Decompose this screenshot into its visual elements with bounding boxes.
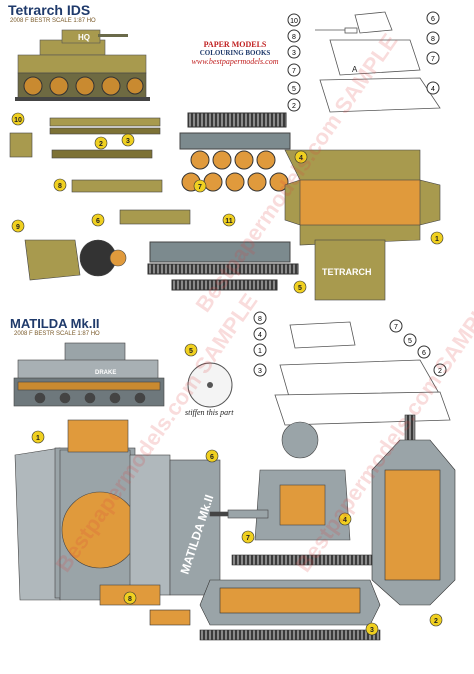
publisher-line1: PAPER MODELS [203,40,267,49]
part-number-badges: 1 2 3 4 5 6 7 8 9 10 11 1 5 6 4 7 8 3 2 [11,112,444,636]
badge-8: 8 [53,178,67,192]
badge-m2: 2 [429,613,443,627]
badge-3: 3 [121,133,135,147]
matilda-assembly-diagram [274,321,451,426]
matilda-title: MATILDA Mk.II [10,316,100,331]
tetrarch-assembly-diagram [315,11,441,113]
svg-text:5: 5 [298,285,302,292]
svg-text:3: 3 [126,138,130,145]
svg-text:9: 9 [16,224,20,231]
publisher-url: www.bestpapermodels.com [191,57,279,66]
svg-text:8: 8 [431,36,435,43]
svg-text:10: 10 [14,117,22,124]
badge-4: 4 [294,150,308,164]
badge-m5: 5 [184,343,198,357]
svg-text:7: 7 [431,56,435,63]
svg-text:4: 4 [343,517,347,524]
stiffen-disc [187,362,233,408]
badge-11: 11 [222,213,236,227]
svg-text:4: 4 [431,86,435,93]
badge-m8: 8 [123,591,137,605]
tetrarch-side-view [15,29,150,101]
tetrarch-hull-net [284,149,441,301]
arrow-a-label: A [352,65,358,74]
svg-text:7: 7 [246,535,250,542]
svg-text:4: 4 [299,155,303,162]
svg-text:3: 3 [370,627,374,634]
svg-text:5: 5 [189,348,193,355]
tetrarch-subtitle: 2008 F BESTR SCALE 1:87 HO [10,18,96,24]
svg-text:5: 5 [408,338,412,345]
svg-text:8: 8 [258,316,262,323]
stiffen-note: stiffen this part [185,408,234,417]
matilda-side-tracks [371,414,456,606]
badge-9: 9 [11,219,25,233]
svg-text:1: 1 [258,348,262,355]
matilda-bottom-tracks [149,554,381,641]
tetrarch-name-plate: TETRARCH [322,267,372,277]
svg-text:2: 2 [99,141,103,148]
badge-2: 2 [94,136,108,150]
badge-m3: 3 [365,622,379,636]
svg-text:6: 6 [96,218,100,225]
badge-1: 1 [430,231,444,245]
svg-text:7: 7 [394,324,398,331]
badge-m6: 6 [205,449,219,463]
svg-text:7: 7 [198,184,202,191]
turret-hq-mark: HQ [78,33,90,42]
svg-text:10: 10 [290,18,298,25]
svg-text:6: 6 [422,350,426,357]
tetrarch-track-strips [147,112,299,291]
matilda-subtitle: 2008 F BESTR SCALE 1:87 HO [14,331,100,337]
publisher-line2: COLOURING BOOKS [199,49,271,57]
svg-text:2: 2 [292,103,296,110]
svg-text:8: 8 [58,183,62,190]
svg-text:6: 6 [210,454,214,461]
badge-7: 7 [193,179,207,193]
svg-text:7: 7 [292,68,296,75]
svg-text:8: 8 [128,596,132,603]
badge-m7: 7 [241,530,255,544]
badge-m4: 4 [338,512,352,526]
svg-text:2: 2 [434,618,438,625]
publisher-logo: PAPER MODELS COLOURING BOOKS www.bestpap… [180,40,290,66]
tetrarch-small-parts [9,117,191,281]
svg-text:2: 2 [438,368,442,375]
matilda-turret-net [209,421,351,541]
assembly-callouts: 10 8 3 7 5 2 6 8 7 4 8 4 1 3 7 5 6 2 [253,11,447,377]
svg-text:3: 3 [258,368,262,375]
svg-text:8: 8 [292,34,296,41]
badge-m1: 1 [31,430,45,444]
matilda-hull-net [14,419,221,606]
svg-text:5: 5 [292,86,296,93]
matilda-side-view [13,342,165,407]
badge-5: 5 [293,280,307,294]
svg-text:6: 6 [431,16,435,23]
svg-text:3: 3 [292,50,296,57]
svg-text:1: 1 [36,435,40,442]
svg-text:1: 1 [435,236,439,243]
tetrarch-title: Tetrarch IDS [8,2,91,18]
badge-6: 6 [91,213,105,227]
svg-text:11: 11 [225,218,233,225]
svg-text:4: 4 [258,332,262,339]
drake-name: DRAKE [95,370,116,376]
badge-10: 10 [11,112,25,126]
